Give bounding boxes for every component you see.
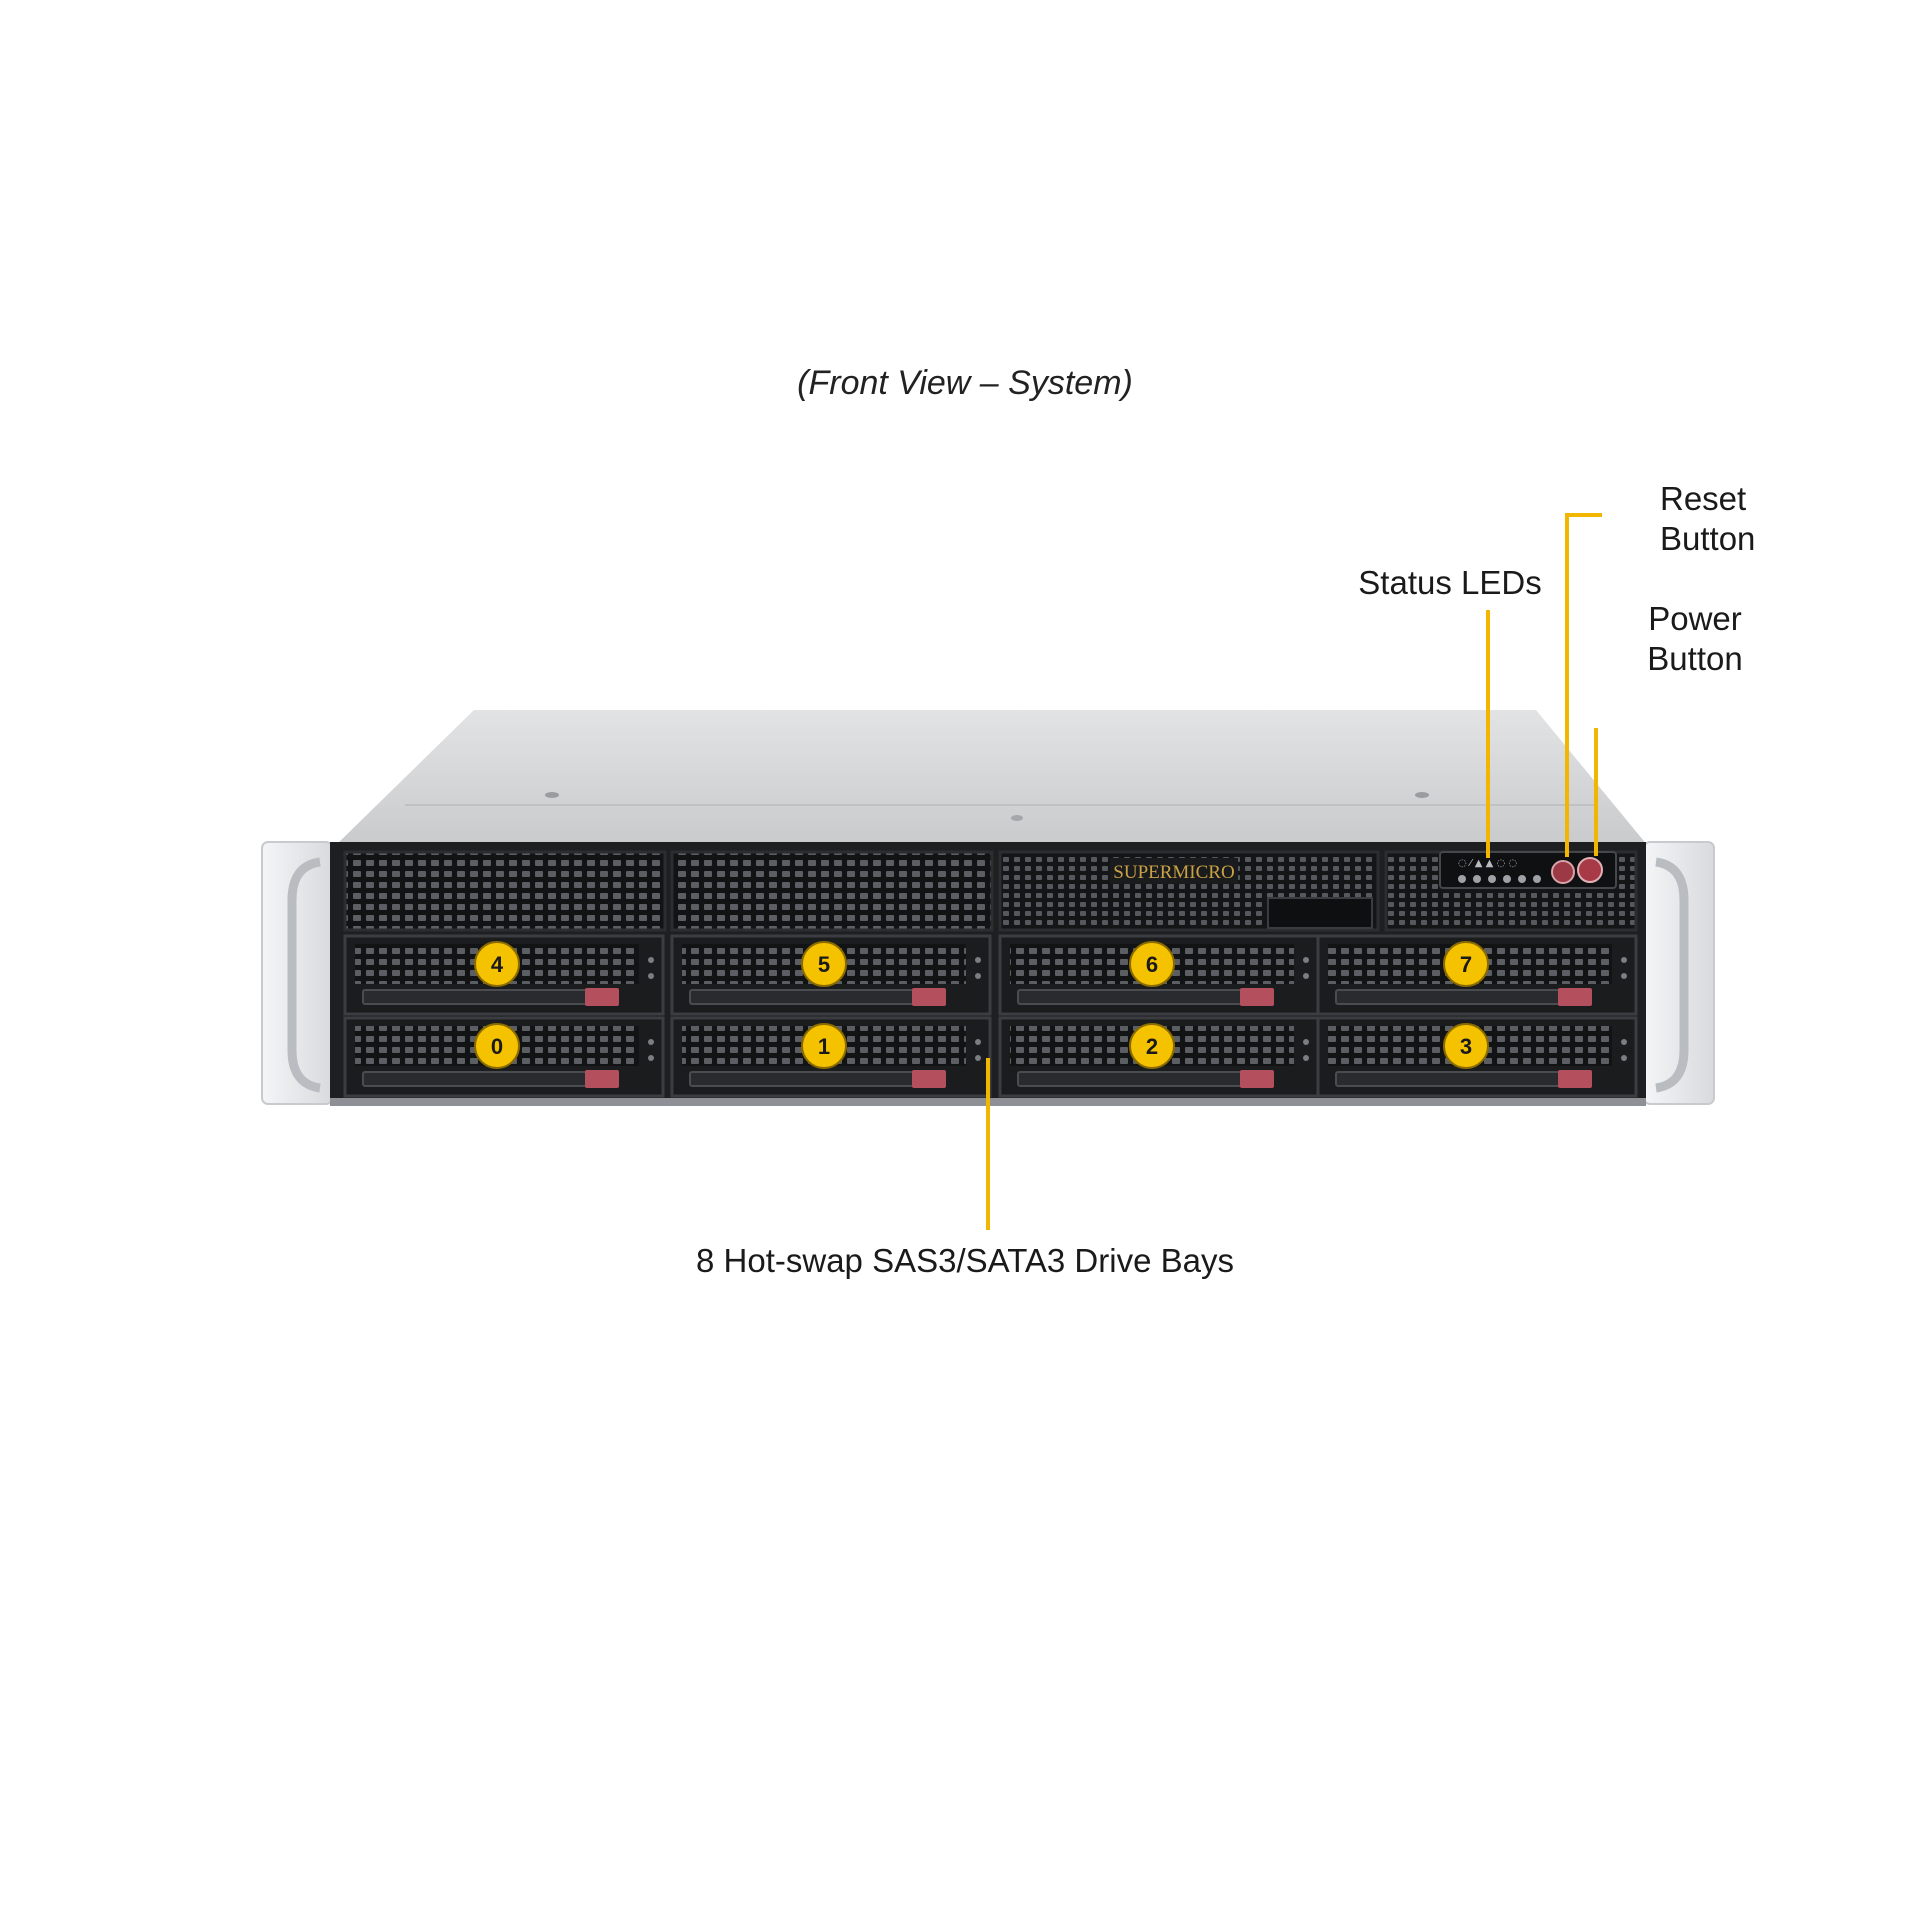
status-led [1533, 875, 1541, 883]
drive-bay-3[interactable]: 3 [1316, 1016, 1638, 1098]
brand-logo: SUPERMICRO [1110, 858, 1238, 884]
drive-number-label: 3 [1460, 1034, 1472, 1059]
control-panel: ◌ ⁄ ▲ ▲ ◌ ◌ [1439, 851, 1617, 889]
drive-bay-2[interactable]: 2 [998, 1016, 1320, 1098]
power-button-label-line2: Button [1647, 640, 1742, 677]
drive-latch[interactable] [912, 1070, 946, 1088]
reset-button-label-line2: Button [1660, 520, 1755, 557]
drive-number-label: 4 [491, 952, 504, 977]
drive-status-led [1621, 1055, 1627, 1061]
drive-activity-led [1621, 1039, 1627, 1045]
drive-status-led [975, 973, 981, 979]
optical-slot [1267, 897, 1373, 929]
drive-tray-handle [1017, 1071, 1265, 1087]
drive-activity-led [975, 1039, 981, 1045]
vent-panel-2 [670, 850, 994, 932]
lid-screw [545, 792, 559, 798]
drive-status-led [1621, 973, 1627, 979]
drive-bay-0[interactable]: 0 [343, 1016, 665, 1098]
left-rack-handle [261, 841, 333, 1105]
drive-tray-handle [689, 1071, 937, 1087]
drive-bay-7[interactable]: 7 [1316, 934, 1638, 1016]
drive-number-label: 2 [1146, 1034, 1158, 1059]
drive-tray-handle [362, 989, 610, 1005]
drive-number-badge [474, 941, 520, 987]
figure-caption: (Front View – System) [797, 364, 1133, 402]
drive-latch[interactable] [1558, 1070, 1592, 1088]
status-led [1518, 875, 1526, 883]
drive-tray-handle [1335, 1071, 1583, 1087]
drive-number-badge [1443, 1023, 1489, 1069]
drive-number-label: 1 [818, 1034, 830, 1059]
drive-bays: 4 5 6 7 0 1 2 3 [343, 934, 1638, 1098]
drive-number-badge [1129, 941, 1175, 987]
lid-screw [1415, 792, 1429, 798]
status-led-icons: ◌ ⁄ ▲ ▲ ◌ ◌ [1458, 858, 1517, 869]
status-led [1473, 875, 1481, 883]
drive-latch[interactable] [912, 988, 946, 1006]
drive-bays-label: 8 Hot-swap SAS3/SATA3 Drive Bays [696, 1242, 1234, 1279]
lid-screw [1011, 815, 1023, 821]
drive-status-led [648, 1055, 654, 1061]
drive-number-badge [801, 1023, 847, 1069]
chassis-top-lid [335, 710, 1648, 846]
drive-bay-5[interactable]: 5 [670, 934, 992, 1016]
drive-status-led [1303, 973, 1309, 979]
drive-status-led [1303, 1055, 1309, 1061]
reset-button[interactable] [1551, 860, 1575, 884]
drive-activity-led [1303, 1039, 1309, 1045]
drive-status-led [648, 973, 654, 979]
drive-number-label: 5 [818, 952, 830, 977]
drive-latch[interactable] [1558, 988, 1592, 1006]
vent-panel-1 [343, 850, 667, 932]
drive-number-badge [1443, 941, 1489, 987]
drive-activity-led [1303, 957, 1309, 963]
status-led [1503, 875, 1511, 883]
drive-tray-handle [1335, 989, 1583, 1005]
drive-status-led [975, 1055, 981, 1061]
drive-number-badge [474, 1023, 520, 1069]
drive-number-badge [801, 941, 847, 987]
drive-number-label: 6 [1146, 952, 1158, 977]
status-leds: ◌ ⁄ ▲ ▲ ◌ ◌ [1458, 858, 1541, 883]
drive-activity-led [648, 1039, 654, 1045]
drive-bay-6[interactable]: 6 [998, 934, 1320, 1016]
drive-bay-4[interactable]: 4 [343, 934, 665, 1016]
drive-activity-led [975, 957, 981, 963]
drive-tray-handle [689, 989, 937, 1005]
drive-latch[interactable] [1240, 988, 1274, 1006]
reset-button-label-line1: Reset [1660, 480, 1746, 517]
drive-bay-1[interactable]: 1 [670, 1016, 992, 1098]
drive-activity-led [1621, 957, 1627, 963]
status-leds-label: Status LEDs [1358, 564, 1541, 601]
power-button-label-line1: Power [1648, 600, 1742, 637]
drive-activity-led [648, 957, 654, 963]
power-button[interactable] [1577, 857, 1603, 883]
drive-number-badge [1129, 1023, 1175, 1069]
drive-number-label: 7 [1460, 952, 1472, 977]
drive-latch[interactable] [1240, 1070, 1274, 1088]
brand-logo-text: SUPERMICRO [1113, 862, 1234, 883]
drive-number-label: 0 [491, 1034, 503, 1059]
drive-tray-handle [1017, 989, 1265, 1005]
drive-latch[interactable] [585, 1070, 619, 1088]
drive-tray-handle [362, 1071, 610, 1087]
status-led [1488, 875, 1496, 883]
drive-latch[interactable] [585, 988, 619, 1006]
status-led [1458, 875, 1466, 883]
right-rack-handle [1643, 841, 1715, 1105]
